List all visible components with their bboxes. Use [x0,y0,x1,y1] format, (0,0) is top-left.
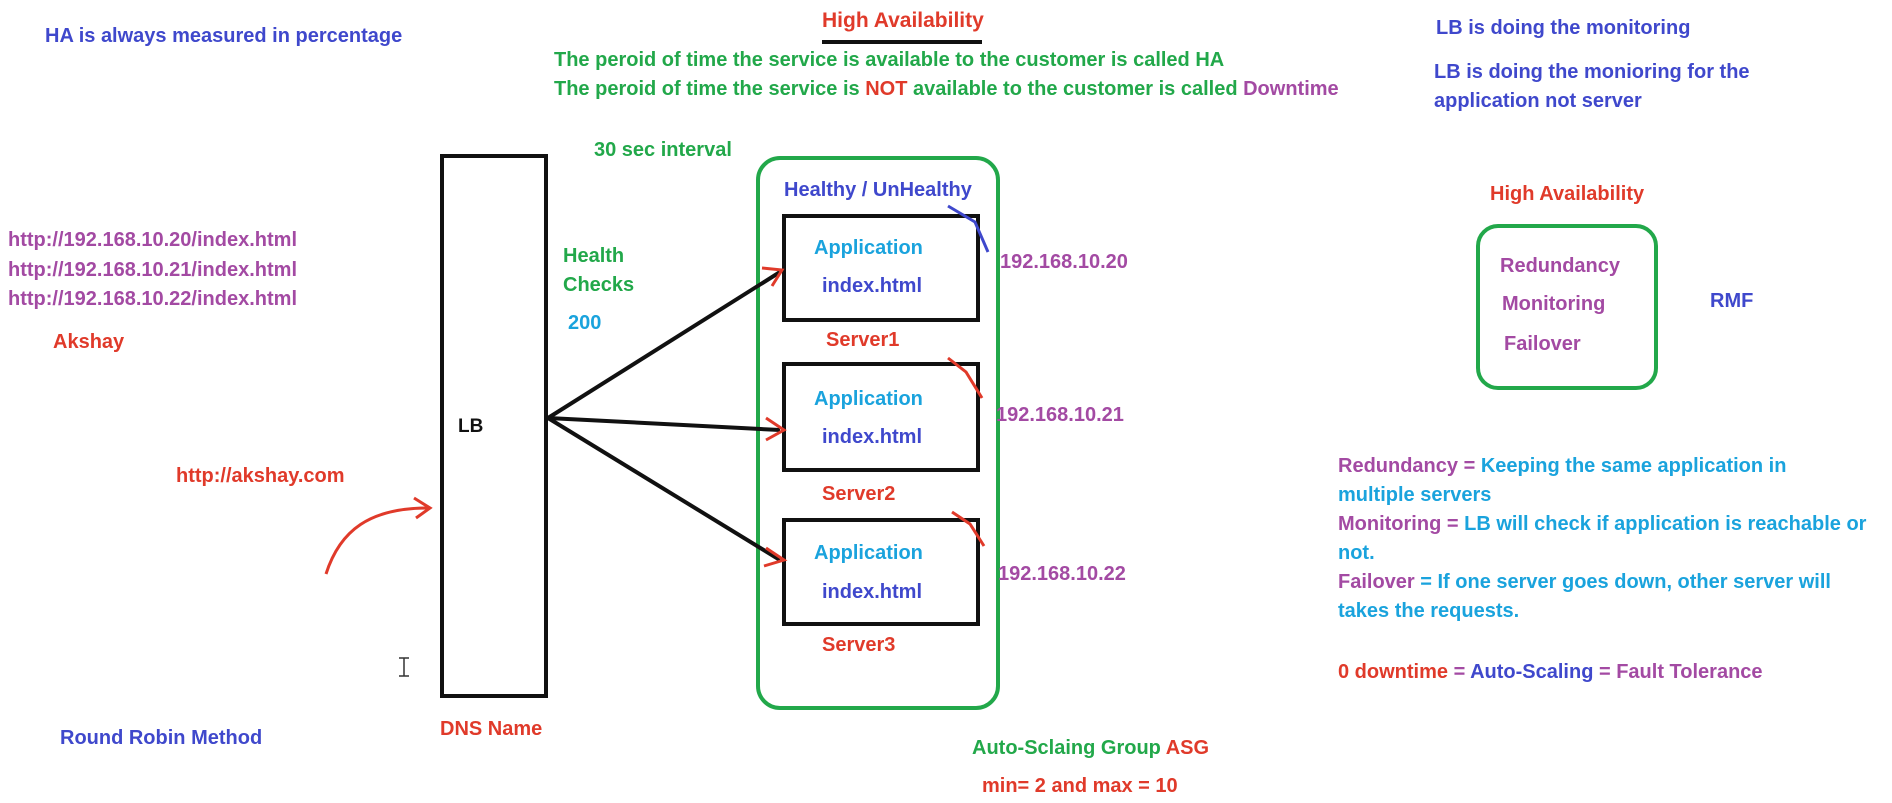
server2-name: Server2 [822,483,896,505]
def-monitoring-term: Monitoring [1338,513,1442,535]
lb-app-note-line1: LB is doing the monioring for the [1434,61,1750,83]
rmf-item-monitoring: Monitoring [1502,293,1606,315]
server1-box [782,214,980,322]
server3-ip: 192.168.10.22 [998,563,1126,585]
downtime-def-middle: available to the customer is called [907,78,1244,100]
server3-app: Application [814,542,923,564]
url-server1: http://192.168.10.20/index.html [8,229,297,251]
lb-app-note-line2: application not server [1434,90,1642,112]
downtime-def-not: NOT [865,78,908,100]
def-redundancy-line2: multiple servers [1338,484,1492,506]
arrow-to-server1 [546,270,782,420]
arrow-to-server2 [547,416,781,432]
rmf-box [1476,224,1658,390]
lb-box [440,154,548,698]
downtime-def-word: Downtime [1243,78,1339,100]
arrowhead-server1 [761,266,785,287]
def-failover-text1: If one server goes down, other server wi… [1437,571,1831,593]
equation-eq1: = [1448,661,1471,683]
downtime-def-prefix: The peroid of time the service is [554,78,866,100]
arrowhead-server2 [765,416,787,442]
asg-min-max: min= 2 and max = 10 [982,775,1178,797]
asg-group-abbr: ASG [1165,737,1210,759]
arrow-to-server3 [546,416,782,562]
ha-measured-note: HA is always measured in percentage [45,25,403,47]
interval-label: 30 sec interval [594,139,732,161]
tick-mark-server2 [947,356,984,399]
dns-name-label: DNS Name [440,718,543,740]
def-failover-line1: Failover = If one server goes down, othe… [1338,570,1831,594]
def-failover-eq: = [1414,571,1438,593]
asg-group-label-prefix: Auto-Sclaing Group [972,737,1166,759]
text-cursor-icon [399,657,409,677]
status-code: 200 [568,312,602,334]
url-server2: http://192.168.10.21/index.html [8,259,297,281]
arrowhead-server3 [763,546,788,568]
def-monitoring-text1: LB will check if application is reachabl… [1464,513,1867,535]
def-monitoring-eq: = [1441,513,1465,535]
def-failover-line2: takes the requests. [1338,600,1520,622]
rmf-item-failover: Failover [1504,333,1581,355]
domain-url: http://akshay.com [176,465,345,487]
server3-name: Server3 [822,634,896,656]
def-failover-term: Failover [1338,571,1415,593]
user-name: Akshay [53,331,125,353]
server1-app: Application [814,237,923,259]
rmf-abbr: RMF [1710,290,1754,312]
curved-arrow-to-lb [324,506,429,575]
zero-downtime-equation: 0 downtime = Auto-Scaling = Fault Tolera… [1338,660,1763,684]
url-server3: http://192.168.10.22/index.html [8,288,297,310]
server3-file: index.html [822,581,923,603]
def-monitoring-line1: Monitoring = LB will check if applicatio… [1338,512,1866,536]
def-monitoring-line2: not. [1338,542,1375,564]
server2-box [782,362,980,472]
main-title: High Availability [822,9,984,32]
round-robin-label: Round Robin Method [60,727,263,749]
def-redundancy-term: Redundancy [1338,455,1459,477]
curved-arrowhead [413,496,433,520]
lb-label: LB [458,416,484,437]
server1-ip: 192.168.10.20 [1000,251,1128,273]
ha-definition: The peroid of time the service is availa… [554,49,1225,71]
health-label: Health [563,245,625,267]
asg-group-box [756,156,1000,710]
tick-mark-server3 [951,510,986,547]
fault-tolerance-term: Fault Tolerance [1616,661,1763,683]
server2-file: index.html [822,426,923,448]
server1-name: Server1 [826,329,900,351]
def-redundancy-eq: = [1458,455,1481,477]
auto-scaling-term: Auto-Scaling [1470,661,1594,683]
equation-eq2: = [1593,661,1617,683]
def-redundancy-line1: Redundancy = Keeping the same applicatio… [1338,454,1786,478]
server2-ip: 192.168.10.21 [996,404,1124,426]
server2-app: Application [814,388,923,410]
lb-monitoring-note: LB is doing the monitoring [1436,17,1691,39]
zero-downtime-term: 0 downtime [1338,661,1449,683]
asg-group-label: Auto-Sclaing Group ASG [972,736,1209,760]
tick-mark-server1 [947,204,990,253]
healthy-unhealthy-label: Healthy / UnHealthy [784,179,972,201]
server3-box [782,518,980,626]
server1-file: index.html [822,275,923,297]
rmf-title: High Availability [1490,183,1645,205]
def-redundancy-text1: Keeping the same application in [1480,455,1787,477]
checks-label: Checks [563,274,635,296]
downtime-definition: The peroid of time the service is NOT av… [554,77,1339,101]
rmf-item-redundancy: Redundancy [1500,255,1621,277]
